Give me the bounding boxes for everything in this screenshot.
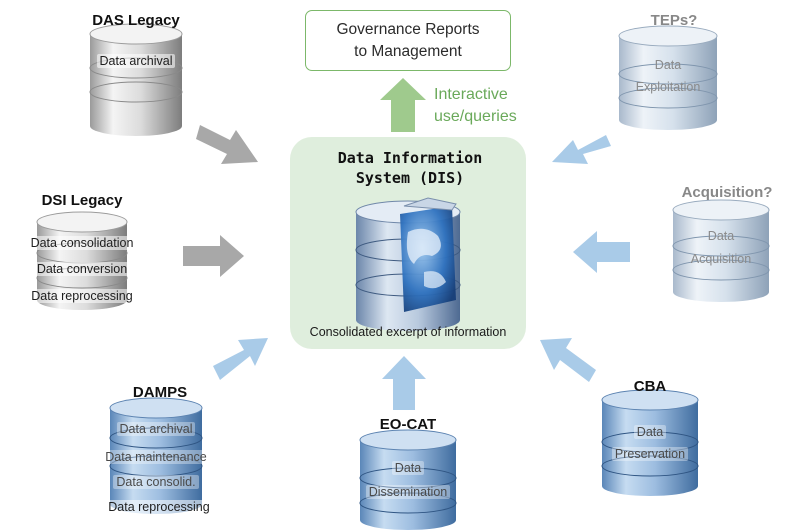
- das-legacy-arrow: [196, 125, 258, 164]
- dsi-legacy-item: Data conversion: [33, 262, 131, 276]
- dis-title-line-1: Data Information: [337, 149, 483, 167]
- dis-title: Data Information System (DIS): [300, 148, 520, 188]
- damps-item: Data reprocessing: [105, 500, 213, 514]
- eo-cat-item: Data: [391, 461, 425, 475]
- dis-title-line-2: System (DIS): [355, 169, 465, 187]
- das-legacy-title: DAS Legacy: [92, 12, 180, 29]
- cba-arrow: [540, 338, 596, 382]
- cba-title: CBA: [633, 378, 667, 395]
- acquisition-title: Acquisition?: [681, 184, 773, 201]
- interactive-line-1: Interactive: [434, 86, 508, 103]
- interactive-use-label: Interactive use/queries: [434, 84, 517, 128]
- acquisition-item: Acquisition: [690, 252, 752, 266]
- eo-cat-database-icon: [359, 429, 457, 530]
- damps-database-icon: [109, 397, 203, 514]
- eo-cat-title: EO-CAT: [379, 416, 437, 433]
- governance-reports-box: Governance Reports to Management: [305, 10, 511, 71]
- acquisition-database-icon: [672, 199, 770, 302]
- governance-line-2: to Management: [354, 42, 462, 60]
- cba-item: Data: [633, 425, 667, 439]
- interactive-arrow: [380, 78, 426, 132]
- acquisition-item: Data: [707, 229, 735, 243]
- dsi-legacy-title: DSI Legacy: [41, 192, 123, 209]
- das-legacy-item: Data archival: [96, 54, 176, 68]
- teps-item: Data: [654, 58, 682, 72]
- damps-title: DAMPS: [132, 384, 188, 401]
- cba-database-icon: [601, 389, 699, 496]
- dsi-legacy-arrow: [183, 235, 244, 277]
- das-legacy-database-icon: [89, 23, 183, 136]
- damps-arrow: [213, 338, 268, 380]
- cba-item: Preservation: [611, 447, 689, 461]
- acquisition-arrow: [573, 231, 630, 273]
- teps-arrow: [552, 135, 611, 164]
- dis-database-globe-icon: [355, 197, 461, 331]
- eo-cat-arrow: [382, 356, 426, 410]
- damps-item: Data maintenance: [102, 450, 210, 464]
- teps-database-icon: [618, 25, 718, 130]
- dsi-legacy-item: Data consolidation: [27, 236, 137, 250]
- damps-item: Data archival: [116, 422, 196, 436]
- dsi-legacy-item: Data reprocessing: [28, 289, 136, 303]
- eo-cat-item: Dissemination: [365, 485, 451, 499]
- teps-title: TEPs?: [650, 12, 698, 29]
- teps-item: Exploitation: [635, 80, 701, 94]
- interactive-line-2: use/queries: [434, 108, 517, 125]
- damps-item: Data consolid.: [113, 475, 199, 489]
- dis-caption: Consolidated excerpt of information: [309, 325, 507, 339]
- governance-line-1: Governance Reports: [336, 20, 480, 38]
